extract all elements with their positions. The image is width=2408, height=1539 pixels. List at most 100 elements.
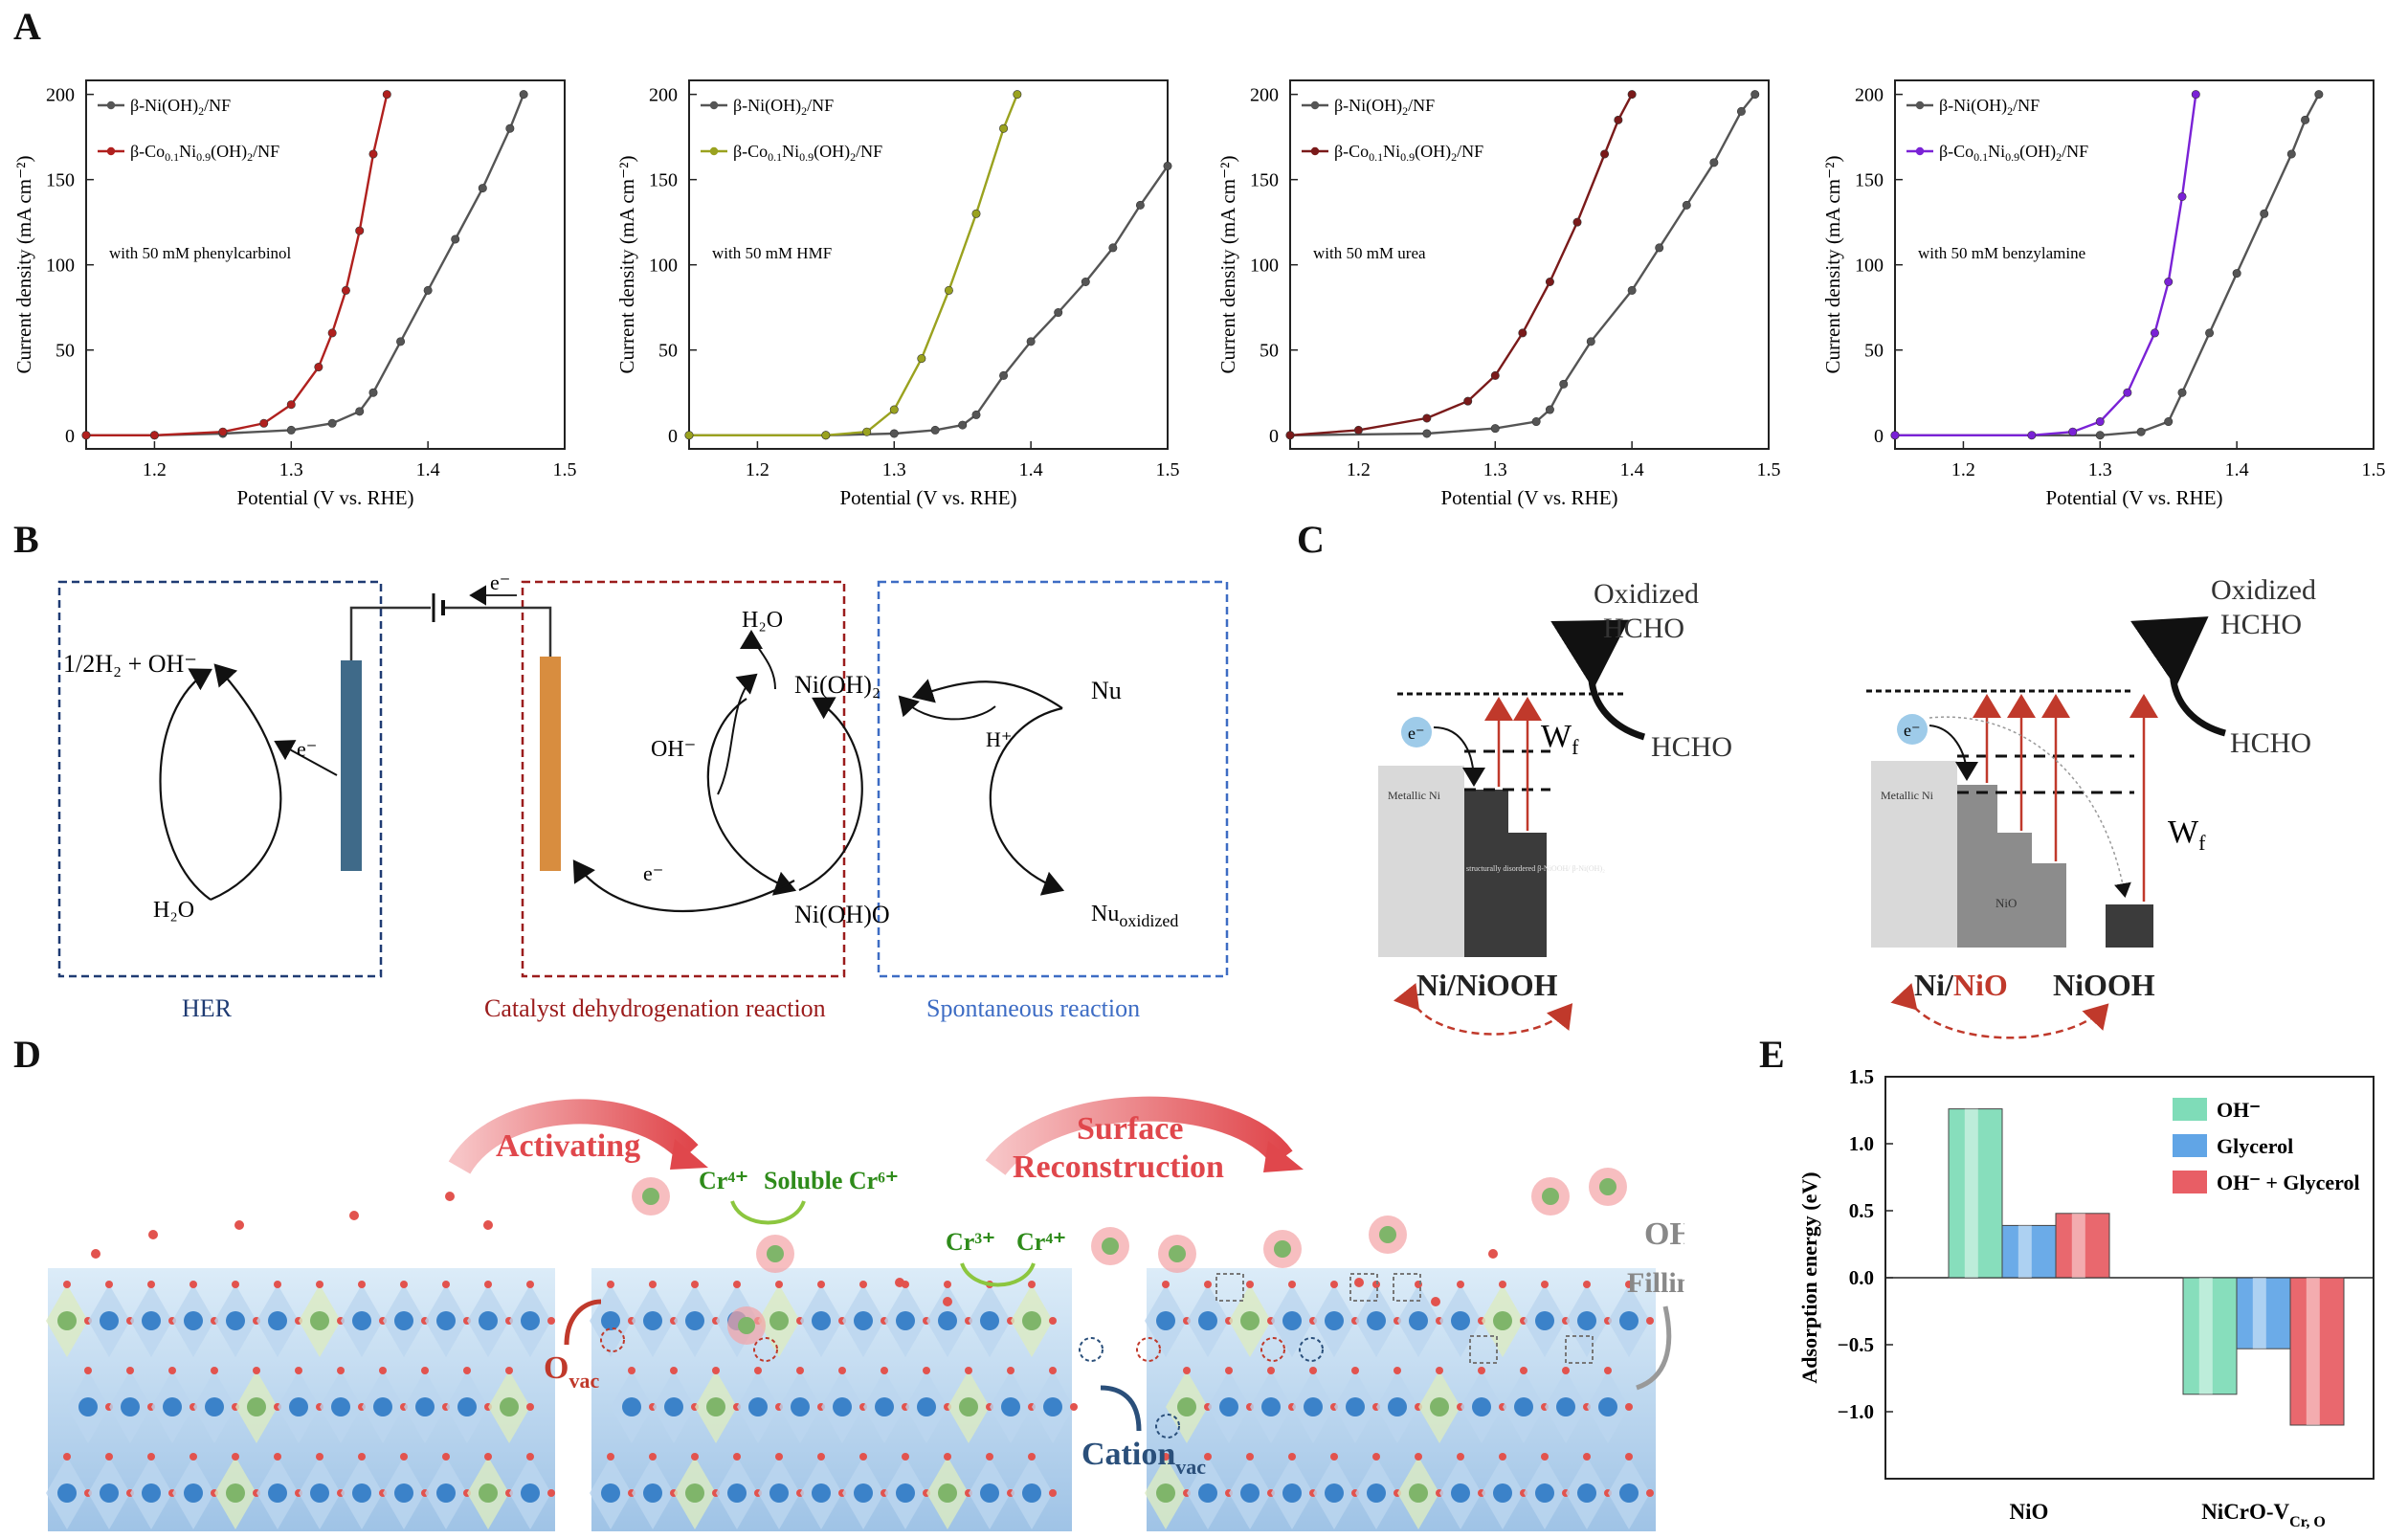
- y-tick-label: 100: [1855, 256, 1884, 277]
- metallic-ni-label-left: Metallic Ni: [1388, 789, 1441, 802]
- ni-atom: [394, 1483, 413, 1503]
- condition-annotation: with 50 mM HMF: [712, 244, 832, 262]
- cr-ion: [738, 1317, 755, 1334]
- ni-atom: [142, 1311, 161, 1330]
- o-atom: [84, 1367, 92, 1374]
- ni-atom: [268, 1483, 287, 1503]
- o-atom: [649, 1453, 657, 1461]
- o-atom: [733, 1281, 741, 1288]
- oh-label: OH: [1644, 1216, 1684, 1252]
- electron-flow-label: e⁻: [490, 570, 510, 594]
- ni-atom: [622, 1397, 641, 1416]
- ni-nio-label: Ni/NiO: [1914, 968, 2008, 1002]
- bar-1-1: [2236, 1277, 2291, 1349]
- cr-atom: [57, 1311, 77, 1330]
- o-atom: [817, 1281, 825, 1288]
- o-atom: [63, 1453, 71, 1461]
- ni-atom: [1451, 1483, 1470, 1503]
- series-point: [1026, 337, 1036, 346]
- legend-marker: [106, 146, 116, 156]
- x-tick-label: 1.3: [2088, 459, 2112, 480]
- series-point: [286, 425, 296, 435]
- series-point: [327, 328, 337, 338]
- cr-atom: [226, 1483, 245, 1503]
- ni-atom: [1240, 1483, 1260, 1503]
- legend-swatch: [2173, 1098, 2207, 1121]
- niooh-species: Ni(OH)O: [794, 901, 890, 928]
- series-point: [355, 226, 365, 235]
- ni-atom: [268, 1311, 287, 1330]
- o-atom: [1520, 1367, 1527, 1374]
- series-point: [1627, 90, 1637, 100]
- panel-b-schematic: e⁻ 1/2H₂ + OH⁻ H₂O e⁻ H₂O Ni(OH)₂ OH⁻ e⁻…: [57, 570, 1229, 1022]
- legend-marker: [1310, 146, 1320, 156]
- o-atom: [775, 1281, 783, 1288]
- water-molecule: [349, 1211, 359, 1220]
- cr-atom: [479, 1483, 498, 1503]
- ni-atom: [521, 1311, 540, 1330]
- o-atom: [1625, 1403, 1633, 1411]
- filling-label: Filling: [1627, 1267, 1684, 1299]
- o-atom: [691, 1281, 699, 1288]
- cr-atom: [310, 1311, 329, 1330]
- ni-atom: [812, 1483, 831, 1503]
- legend-label: β-Co0.1Ni0.9(OH)2/NF: [1334, 142, 1483, 164]
- o-atom: [505, 1367, 513, 1374]
- cr-atom: [1177, 1397, 1196, 1416]
- o-atom: [1288, 1281, 1296, 1288]
- series-point: [382, 90, 391, 100]
- water-molecule: [234, 1220, 244, 1230]
- cr-ion: [642, 1188, 659, 1205]
- series-point: [355, 407, 365, 416]
- ni-atom: [1198, 1311, 1217, 1330]
- cr-atom: [1022, 1311, 1041, 1330]
- o-atom: [754, 1367, 762, 1374]
- activating-label: Activating: [496, 1128, 640, 1164]
- o-atom: [1028, 1453, 1036, 1461]
- series-point: [2095, 417, 2105, 427]
- series-point: [1422, 413, 1432, 423]
- series-point: [259, 418, 269, 428]
- ni-atom: [352, 1311, 371, 1330]
- disordered-label: structurally disordered β-NiOOH/ β-Ni(OH…: [1466, 864, 1605, 873]
- ni-atom: [938, 1311, 957, 1330]
- o-atom: [316, 1453, 323, 1461]
- ni-atom: [1367, 1311, 1386, 1330]
- h2-product: 1/2H₂ + OH⁻: [63, 650, 197, 678]
- series-point: [2191, 90, 2200, 100]
- o-atom: [147, 1453, 155, 1461]
- y-tick-label: 200: [46, 85, 75, 106]
- y-tick-label: 200: [649, 85, 678, 106]
- y-tick-label: −0.5: [1838, 1333, 1874, 1356]
- series-point: [423, 285, 433, 295]
- cation-vacancy-marker: [1155, 1414, 1180, 1439]
- water-molecule: [895, 1278, 904, 1287]
- legend-label: OH⁻: [2217, 1098, 2261, 1122]
- ni-atom: [896, 1311, 915, 1330]
- o-atom: [1394, 1367, 1401, 1374]
- o-atom: [547, 1317, 555, 1325]
- o-atom: [337, 1367, 345, 1374]
- x-category-label: NiCrO-VCr, O: [2201, 1500, 2326, 1530]
- ni-atom: [1001, 1397, 1020, 1416]
- y-axis-label: Current density (mA cm⁻²): [1216, 156, 1239, 374]
- ni-atom: [1577, 1311, 1596, 1330]
- cr-ion: [1542, 1188, 1559, 1205]
- series-point: [1682, 200, 1691, 210]
- cr-atom: [1240, 1311, 1260, 1330]
- o-atom: [1604, 1367, 1612, 1374]
- o-atom: [649, 1281, 657, 1288]
- metallic-ni-block-right: [1871, 761, 1957, 948]
- legend-label: β-Ni(OH)2/NF: [130, 96, 231, 118]
- series-point: [917, 354, 926, 364]
- o-atom: [274, 1453, 281, 1461]
- ni-atom: [1556, 1397, 1575, 1416]
- cr-atom: [1409, 1483, 1428, 1503]
- series-point: [889, 405, 899, 414]
- y-tick-label: 50: [1260, 341, 1279, 362]
- y-tick-label: −1.0: [1838, 1400, 1874, 1423]
- o-atom: [147, 1281, 155, 1288]
- bar-highlight: [2071, 1213, 2085, 1278]
- oh-filling-marker: [1565, 1335, 1594, 1364]
- o-vacancy-marker: [1136, 1337, 1161, 1362]
